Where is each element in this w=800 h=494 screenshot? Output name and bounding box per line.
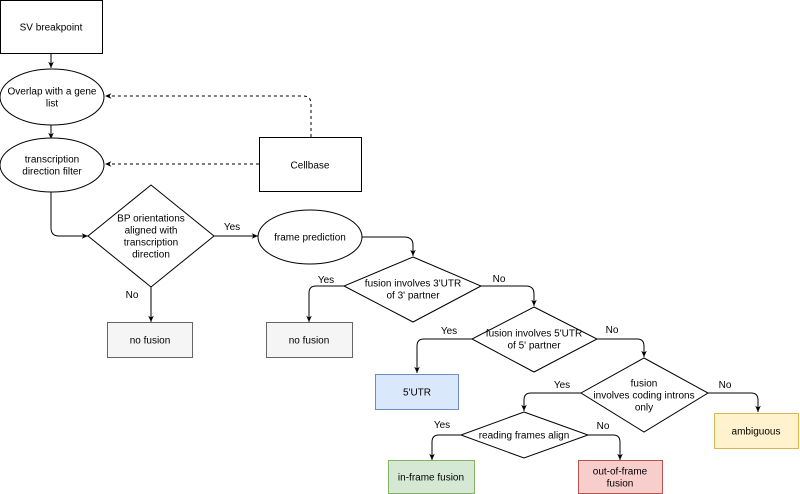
edge-label-introns-yes: Yes: [554, 380, 570, 391]
edge-label-frames-no: No: [597, 421, 610, 432]
edge-introns-no: [708, 392, 761, 412]
edge-utr3-no: [481, 285, 537, 306]
edge-label-bp-no: No: [126, 290, 139, 301]
edge-frames-no: [588, 434, 623, 460]
node-label-line: no fusion: [130, 336, 171, 347]
reading-frames-diamond: [459, 411, 590, 459]
edge-frames-yes: [429, 434, 461, 460]
no-fusion-label-1: no fusion: [130, 336, 171, 347]
in-frame-box: [388, 460, 475, 494]
node-label-line: fusion: [631, 379, 658, 390]
edge-label-introns-no: No: [719, 380, 732, 391]
sv-breakpoint-label: SV breakpoint: [20, 23, 83, 34]
node-label-line: transcription: [25, 155, 79, 166]
no-fusion-box-2: [266, 322, 353, 358]
no-fusion-label-2: no fusion: [289, 336, 330, 347]
edge-introns-yes: [521, 392, 581, 411]
frame-prediction-ellipse: [257, 209, 363, 265]
ambiguous-box: [714, 413, 799, 449]
utr5-result-box: [375, 374, 459, 410]
no-fusion-box-1: [107, 322, 193, 358]
bp-orientations-diamond: [87, 184, 215, 288]
frame-prediction-label: frame prediction: [274, 233, 346, 244]
node-label-line: fusion: [607, 479, 634, 490]
node-label-line: frame prediction: [274, 233, 346, 244]
reading-frames-label: reading frames align: [479, 431, 570, 442]
node-label-line: BP orientations: [117, 214, 185, 225]
fusion-3utr-diamond: [342, 256, 483, 323]
fusion-5utr-diamond: [470, 306, 599, 373]
edge-utr3-yes: [306, 285, 344, 322]
edge-frame-to-utr3: [362, 236, 416, 256]
node-label-line: transcription: [124, 238, 178, 249]
node-label-line: direction filter: [22, 167, 82, 178]
node-label-line: in-frame fusion: [398, 473, 464, 484]
node-label-line: ambiguous: [732, 427, 781, 438]
node-label-line: aligned with: [125, 226, 178, 237]
sv-breakpoint-box: [0, 0, 103, 54]
edge-label-utr3-no: No: [493, 274, 506, 285]
utr5-result-label: 5'UTR: [403, 388, 431, 399]
node-label-line: list: [46, 99, 58, 110]
ambiguous-label: ambiguous: [732, 427, 781, 438]
out-of-frame-box: [578, 460, 663, 494]
in-frame-label: in-frame fusion: [398, 473, 464, 484]
node-label-line: of 3' partner: [386, 291, 440, 302]
node-label-line: direction: [132, 250, 170, 261]
edge-filter-to-bp: [50, 192, 88, 239]
node-label-line: fusion involves 5'UTR: [486, 329, 582, 340]
edge-cellbase-to-overlap: [105, 93, 312, 137]
edge-label-utr5-yes: Yes: [441, 326, 457, 337]
overlap-gene-list-ellipse: [0, 68, 105, 126]
edge-label-frames-yes: Yes: [434, 420, 450, 431]
node-label-line: involves coding introns: [593, 391, 694, 402]
cellbase-label: Cellbase: [291, 161, 330, 172]
node-label-line: reading frames align: [479, 431, 570, 442]
node-label-line: SV breakpoint: [20, 23, 83, 34]
node-label-line: Cellbase: [291, 161, 330, 172]
cellbase-box: [259, 137, 362, 192]
node-label-line: Overlap with a gene: [8, 87, 97, 98]
node-label-line: of 5' partner: [507, 341, 561, 352]
edges: [48, 54, 761, 460]
edge-labels: Yes No Yes No Yes No Yes No Yes No: [126, 222, 732, 432]
coding-introns-diamond: [580, 357, 709, 433]
transcription-filter-ellipse: [0, 137, 105, 193]
node-label-line: 5'UTR: [403, 388, 431, 399]
node-label-line: fusion involves 3'UTR: [365, 279, 461, 290]
edge-utr5-no: [597, 338, 647, 357]
node-label-line: only: [635, 403, 653, 414]
edge-label-utr5-no: No: [606, 325, 619, 336]
edge-label-utr3-yes: Yes: [318, 275, 334, 286]
node-label-line: no fusion: [289, 336, 330, 347]
node-label-line: out-of-frame: [593, 467, 648, 478]
edge-utr5-yes: [414, 338, 472, 373]
edge-label-bp-yes: Yes: [224, 222, 240, 233]
